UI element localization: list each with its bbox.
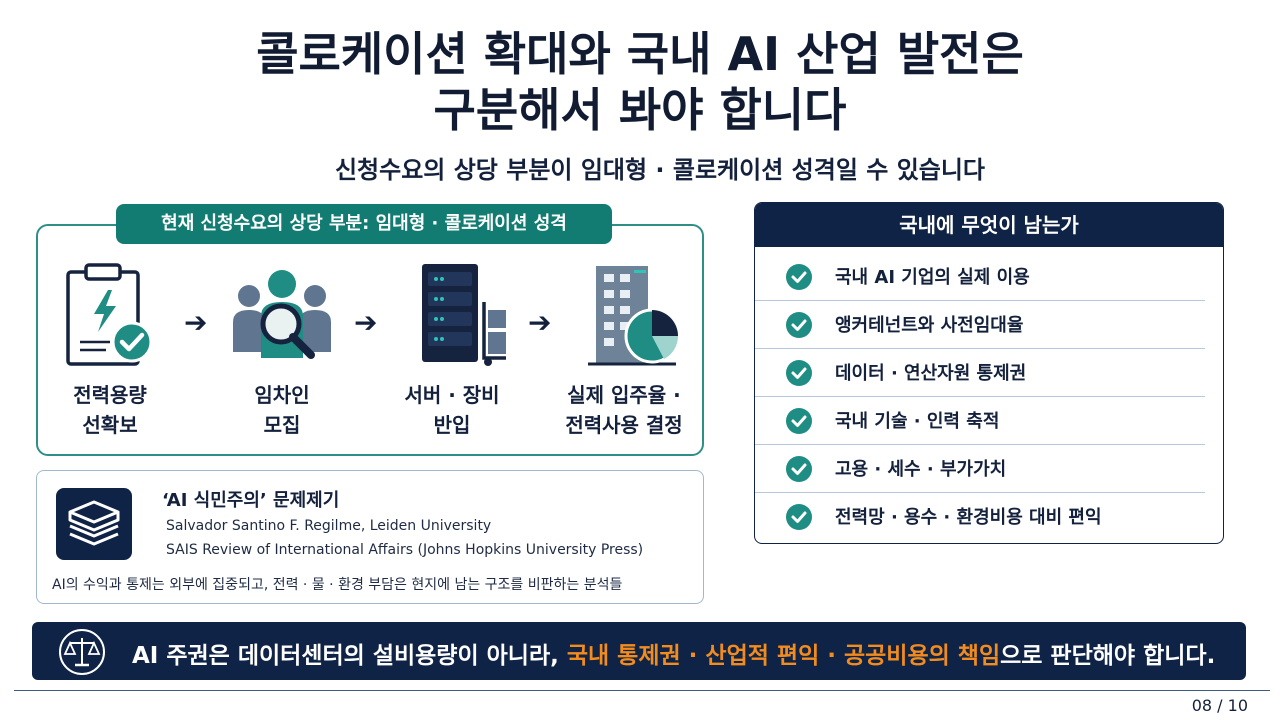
divider <box>755 348 1205 349</box>
page-subtitle: 신청수요의 상당 부분이 임대형 · 콜로케이션 성격일 수 있습니다 <box>334 156 986 184</box>
citation-title: ‘AI 식민주의’ 문제제기 <box>162 490 340 511</box>
step-label-4: 실제 입주율 · 전력사용 결정 <box>544 380 704 440</box>
step-label-2: 임차인 모집 <box>202 380 362 440</box>
step-1-line-2: 선확보 <box>82 413 138 437</box>
process-step-2: 임차인 모집 <box>202 262 362 440</box>
server-rack-icon <box>422 264 506 366</box>
citation-summary: AI의 수익과 통제는 외부에 집중되고, 전력 · 물 · 환경 부담은 현지… <box>52 577 623 593</box>
step-3-line-1: 서버 · 장비 <box>404 383 500 407</box>
check-circle-icon <box>786 456 812 482</box>
check-circle-icon <box>786 504 812 530</box>
checklist-item: 국내 기술 · 인력 축적 <box>755 397 1223 445</box>
checklist-item: 고용 · 세수 · 부가가치 <box>755 445 1223 493</box>
citation-author: Salvador Santino F. Regilme, Leiden Univ… <box>166 518 492 534</box>
clipboard-lightning-icon <box>66 263 153 366</box>
process-pill: 현재 신청수요의 상당 부분: 임대형 · 콜로케이션 성격 <box>116 204 612 244</box>
arrow-right-icon: ➔ <box>184 306 208 339</box>
scale-icon <box>59 629 105 675</box>
step-4-line-1: 실제 입주율 · <box>567 383 681 407</box>
checklist-item-text: 국내 기술 · 인력 축적 <box>835 411 1000 432</box>
process-step-3: 서버 · 장비 반입 <box>372 262 532 440</box>
conclusion-text-start: AI 주권은 데이터센터의 설비용량이 아니라, <box>132 643 567 669</box>
process-step-1: 전력용량 선확보 <box>30 262 190 440</box>
divider <box>755 492 1205 493</box>
checklist-item: 전력망 · 용수 · 환경비용 대비 편익 <box>755 493 1223 541</box>
citation-panel <box>36 470 704 604</box>
conclusion-banner <box>32 622 1246 680</box>
checklist-item: 데이터 · 연산자원 통제권 <box>755 349 1223 397</box>
arrow-right-icon: ➔ <box>354 306 378 339</box>
checklist-panel: 국내에 무엇이 남는가 국내 AI 기업의 실제 이용 앵커테넌트와 사전임대율… <box>754 202 1224 544</box>
conclusion-text: AI 주권은 데이터센터의 설비용량이 아니라, 국내 통제권 · 산업적 편익… <box>132 636 1215 670</box>
checklist-item: 앵커테넌트와 사전임대율 <box>755 301 1223 349</box>
page-title: 콜로케이션 확대와 국내 AI 산업 발전은 구분해서 봐야 합니다 <box>0 26 1280 138</box>
checklist-item-text: 앵커테넌트와 사전임대율 <box>835 315 1024 336</box>
checklist-item-text: 데이터 · 연산자원 통제권 <box>835 363 1027 384</box>
checklist-item-text: 국내 AI 기업의 실제 이용 <box>835 267 1030 288</box>
title-line-2: 구분해서 봐야 합니다 <box>433 83 847 137</box>
divider <box>755 300 1205 301</box>
arrow-right-icon: ➔ <box>528 306 552 339</box>
check-circle-icon <box>786 264 812 290</box>
step-4-line-2: 전력사용 결정 <box>565 413 683 437</box>
step-3-line-2: 반입 <box>433 413 471 437</box>
footer-divider <box>14 690 1270 691</box>
title-line-1: 콜로케이션 확대와 국내 AI 산업 발전은 <box>256 27 1024 81</box>
step-2-line-2: 모집 <box>263 413 301 437</box>
step-2-line-1: 임차인 <box>254 383 310 407</box>
building-pie-chart-icon <box>588 266 680 366</box>
check-circle-icon <box>786 360 812 386</box>
conclusion-text-end: 으로 판단해야 합니다. <box>1000 643 1216 669</box>
check-circle-icon <box>786 312 812 338</box>
checklist-item-text: 전력망 · 용수 · 환경비용 대비 편익 <box>835 507 1102 528</box>
divider <box>755 444 1205 445</box>
check-circle-icon <box>786 408 812 434</box>
checklist-item-text: 고용 · 세수 · 부가가치 <box>835 459 1007 480</box>
checklist-header: 국내에 무엇이 남는가 <box>755 203 1223 247</box>
people-search-icon <box>233 270 331 359</box>
step-1-line-1: 전력용량 <box>73 383 147 407</box>
process-step-4: 실제 입주율 · 전력사용 결정 <box>544 262 704 440</box>
step-label-1: 전력용량 선확보 <box>30 380 190 440</box>
citation-journal: SAIS Review of International Affairs (Jo… <box>166 542 644 558</box>
step-label-3: 서버 · 장비 반입 <box>372 380 532 440</box>
books-icon <box>56 488 132 560</box>
conclusion-highlight: 국내 통제권 · 산업적 편익 · 공공비용의 책임 <box>566 643 1001 669</box>
checklist-item: 국내 AI 기업의 실제 이용 <box>755 253 1223 301</box>
page-number: 08 / 10 <box>1191 696 1248 715</box>
divider <box>755 396 1205 397</box>
